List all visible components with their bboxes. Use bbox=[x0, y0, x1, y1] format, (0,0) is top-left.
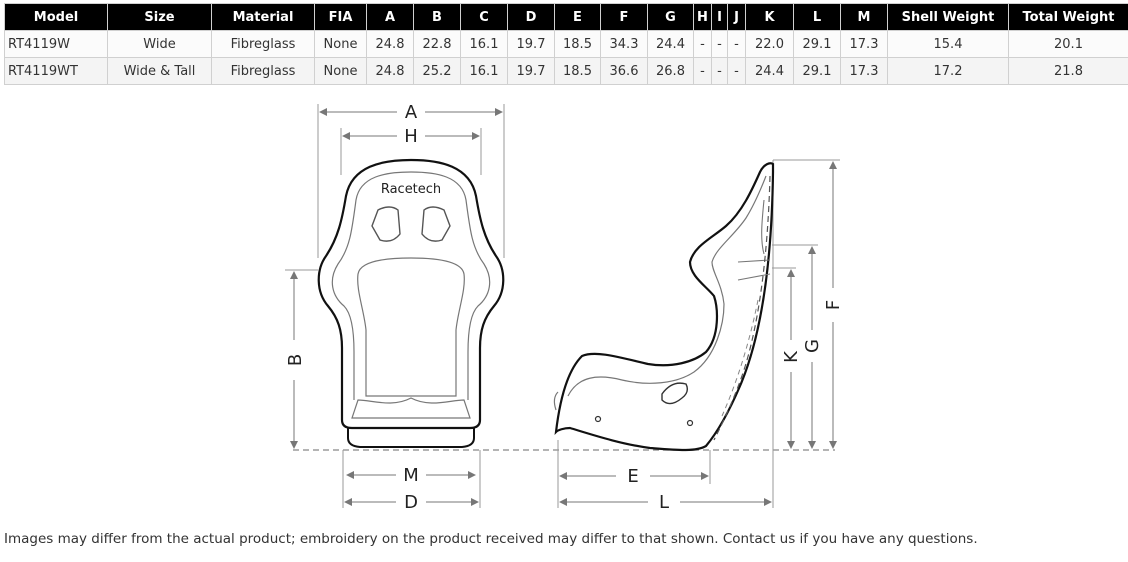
cell-i: - bbox=[711, 30, 728, 58]
cell-material: Fibreglass bbox=[211, 57, 315, 85]
cell-size: Wide & Tall bbox=[107, 57, 212, 85]
cell-c: 16.1 bbox=[460, 57, 508, 85]
cell-d: 19.7 bbox=[507, 30, 555, 58]
cell-fia: None bbox=[314, 30, 367, 58]
cell-i: - bbox=[711, 57, 728, 85]
cell-e: 18.5 bbox=[554, 57, 601, 85]
table-row: RT4119WT Wide & Tall Fibreglass None 24.… bbox=[4, 57, 1128, 85]
header-d: D bbox=[507, 3, 555, 31]
cell-l: 29.1 bbox=[793, 30, 841, 58]
header-model: Model bbox=[4, 3, 108, 31]
header-m: M bbox=[840, 3, 888, 31]
cell-j: - bbox=[727, 30, 746, 58]
header-h: H bbox=[693, 3, 712, 31]
cell-h: - bbox=[693, 30, 712, 58]
front-view: A H B C M D Racetech bbox=[285, 102, 505, 513]
header-total-weight: Total Weight bbox=[1008, 3, 1128, 31]
dim-label-k: K bbox=[781, 350, 802, 363]
header-g: G bbox=[647, 3, 694, 31]
header-j: J bbox=[727, 3, 746, 31]
dim-label-h: H bbox=[404, 126, 418, 147]
cell-total-weight: 21.8 bbox=[1008, 57, 1128, 85]
cell-h: - bbox=[693, 57, 712, 85]
cell-shell-weight: 17.2 bbox=[887, 57, 1009, 85]
dim-label-d: D bbox=[404, 492, 418, 513]
cell-model: RT4119W bbox=[4, 30, 108, 58]
header-b: B bbox=[413, 3, 461, 31]
header-l: L bbox=[793, 3, 841, 31]
dim-label-g: G bbox=[802, 339, 823, 353]
seat-dimension-diagram: A H B C M D Racetech bbox=[285, 102, 844, 513]
cell-a: 24.8 bbox=[366, 57, 414, 85]
dim-label-m: M bbox=[403, 465, 419, 486]
spec-table: Model Size Material FIA A B C D E F G H … bbox=[4, 3, 1128, 85]
cell-b: 22.8 bbox=[413, 30, 461, 58]
header-size: Size bbox=[107, 3, 212, 31]
cell-size: Wide bbox=[107, 30, 212, 58]
cell-k: 24.4 bbox=[745, 57, 794, 85]
cell-model: RT4119WT bbox=[4, 57, 108, 85]
cell-d: 19.7 bbox=[507, 57, 555, 85]
header-a: A bbox=[366, 3, 414, 31]
cell-e: 18.5 bbox=[554, 30, 601, 58]
cell-j: - bbox=[727, 57, 746, 85]
header-k: K bbox=[745, 3, 794, 31]
header-e: E bbox=[554, 3, 601, 31]
cell-f: 34.3 bbox=[600, 30, 648, 58]
disclaimer-text: Images may differ from the actual produc… bbox=[4, 531, 978, 547]
cell-total-weight: 20.1 bbox=[1008, 30, 1128, 58]
cell-g: 26.8 bbox=[647, 57, 694, 85]
header-c: C bbox=[460, 3, 508, 31]
dim-label-l: L bbox=[659, 492, 669, 513]
side-view: E L K G F bbox=[553, 159, 844, 513]
cell-k: 22.0 bbox=[745, 30, 794, 58]
dim-label-e: E bbox=[627, 466, 638, 487]
cell-m: 17.3 bbox=[840, 30, 888, 58]
cell-f: 36.6 bbox=[600, 57, 648, 85]
cell-a: 24.8 bbox=[366, 30, 414, 58]
header-shell-weight: Shell Weight bbox=[887, 3, 1009, 31]
table-header-row: Model Size Material FIA A B C D E F G H … bbox=[4, 3, 1128, 31]
cell-material: Fibreglass bbox=[211, 30, 315, 58]
cell-g: 24.4 bbox=[647, 30, 694, 58]
cell-fia: None bbox=[314, 57, 367, 85]
dim-label-f: F bbox=[823, 300, 844, 310]
cell-l: 29.1 bbox=[793, 57, 841, 85]
dim-label-a: A bbox=[405, 102, 418, 123]
cell-m: 17.3 bbox=[840, 57, 888, 85]
dim-label-b: B bbox=[285, 354, 306, 366]
brand-logo-text: Racetech bbox=[381, 182, 441, 197]
cell-b: 25.2 bbox=[413, 57, 461, 85]
header-material: Material bbox=[211, 3, 315, 31]
header-f: F bbox=[600, 3, 648, 31]
cell-c: 16.1 bbox=[460, 30, 508, 58]
header-fia: FIA bbox=[314, 3, 367, 31]
table-row: RT4119W Wide Fibreglass None 24.8 22.8 1… bbox=[4, 30, 1128, 58]
cell-shell-weight: 15.4 bbox=[887, 30, 1009, 58]
header-i: I bbox=[711, 3, 728, 31]
